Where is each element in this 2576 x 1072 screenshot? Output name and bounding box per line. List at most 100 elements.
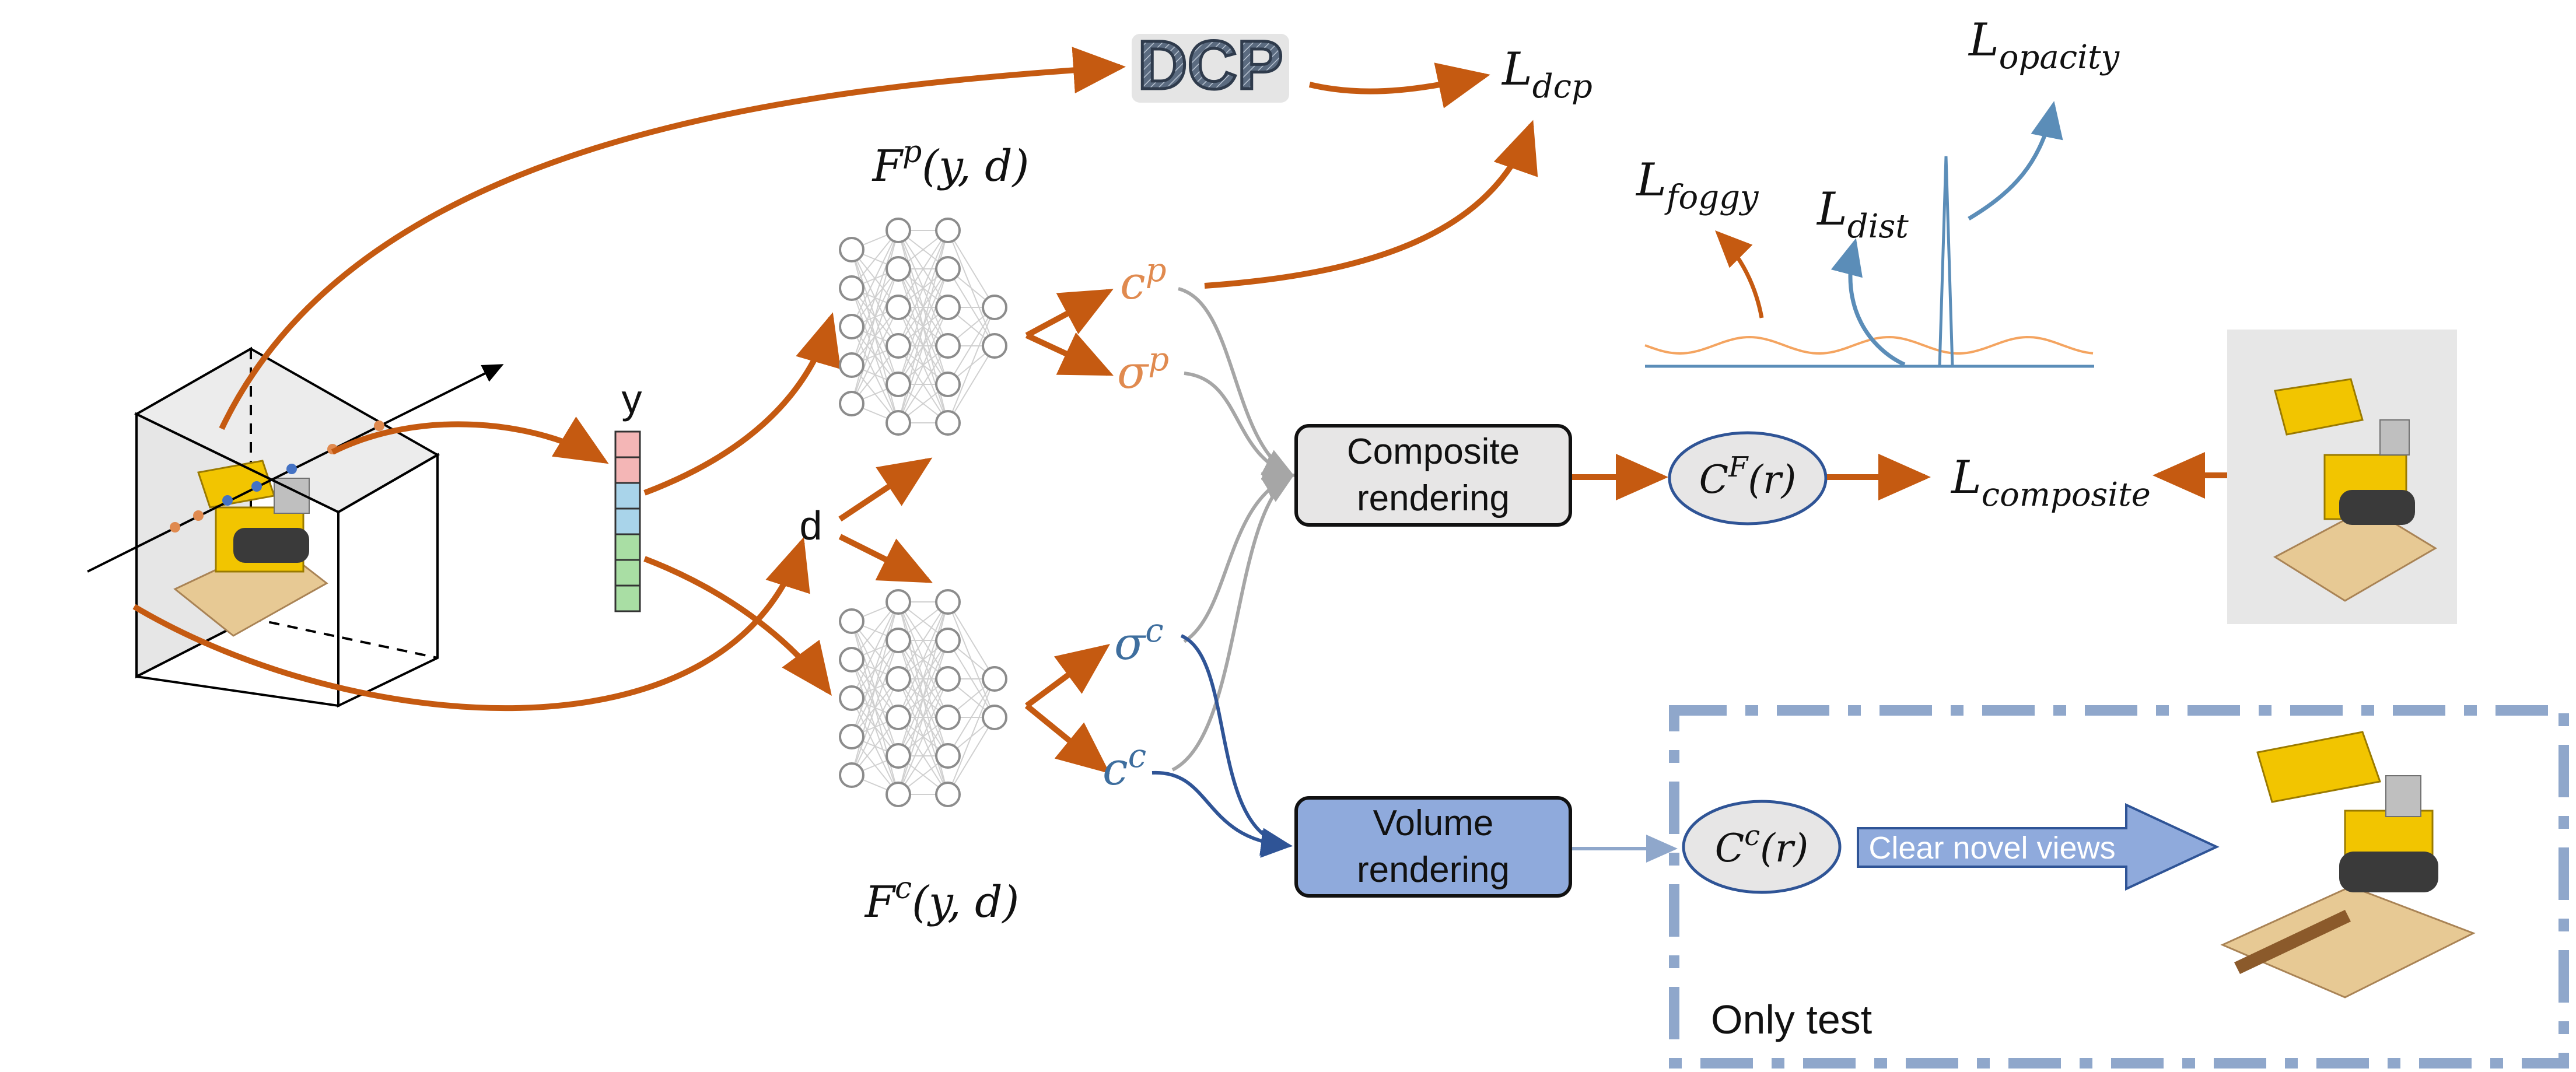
network-particle-sup: p (902, 135, 922, 170)
loss-opacity-sub: opacity (1999, 38, 2120, 76)
input-d-label: d (800, 503, 822, 548)
output-c-c-sup: c (1128, 737, 1146, 775)
neuron-node (886, 256, 911, 282)
network-clear-main: F (864, 877, 897, 927)
neuron-node (982, 295, 1007, 320)
loss-dist: Ldist (1816, 183, 1909, 246)
network-particle-label: Fp(y, d) (872, 135, 1030, 191)
neuron-node (935, 743, 961, 769)
neuron-node (886, 372, 911, 397)
neuron-node (982, 705, 1007, 730)
embedding-cell (614, 482, 641, 510)
particle-network-mlp (839, 218, 1007, 436)
neuron-node (839, 608, 864, 634)
scene-toy (173, 460, 328, 637)
loss-composite: Lcomposite (1950, 451, 2151, 514)
embedding-cell (614, 507, 641, 535)
loss-dcp-main: L (1501, 43, 1532, 96)
network-particle-args: (y, d) (922, 141, 1029, 191)
clear-color-node: Cc(r) (1682, 800, 1842, 894)
output-c-p-sup: p (1146, 251, 1167, 289)
clear-color-args: (r) (1760, 826, 1808, 871)
clear-output-image (2220, 731, 2476, 999)
opacity-loss-sketch (1644, 101, 2094, 368)
neuron-node (886, 410, 911, 436)
dcp-badge: DCP (1132, 26, 1289, 106)
neuron-node (935, 218, 961, 243)
output-sigma-p-sup: p (1148, 341, 1169, 379)
neuron-node (935, 782, 961, 807)
neuron-node (839, 724, 864, 749)
loss-foggy: Lfoggy (1635, 154, 1759, 216)
foggy-color-node: CF(r) (1668, 431, 1828, 526)
neuron-node (839, 391, 864, 416)
neuron-node (839, 237, 864, 262)
only-test-label: Only test (1711, 997, 1872, 1042)
embedding-cell (614, 430, 641, 458)
loss-opacity-main: L (1968, 14, 1999, 66)
network-clear-sup: c (895, 871, 912, 906)
neuron-node (886, 666, 911, 692)
output-c-p-main: c (1120, 257, 1146, 310)
neuron-node (935, 589, 961, 615)
neuron-node (935, 256, 961, 282)
dcp-label: DCP (1138, 27, 1283, 104)
neuron-node (935, 333, 961, 359)
neuron-node (935, 628, 961, 653)
neuron-node (839, 352, 864, 378)
output-sigma-p: σp (1117, 341, 1169, 399)
neuron-node (935, 372, 961, 397)
neuron-node (886, 782, 911, 807)
loss-composite-sub: composite (1982, 476, 2151, 514)
network-clear-label: Fc(y, d) (864, 871, 1020, 927)
loss-dcp-sub: dcp (1532, 68, 1592, 106)
input-y-label: y (622, 376, 642, 422)
neuron-node (886, 295, 911, 320)
loss-dist-sub: dist (1847, 208, 1909, 246)
embedding-cell (614, 533, 641, 561)
output-c-p: cp (1120, 251, 1167, 310)
neuron-node (935, 410, 961, 436)
neuron-node (839, 685, 864, 711)
loss-foggy-sub: foggy (1664, 178, 1759, 216)
neuron-node (886, 705, 911, 730)
volume-rendering-box: Volume rendering (1294, 796, 1572, 898)
composite-line1: Composite (1347, 432, 1520, 472)
svg-text:Cc(r): Cc(r) (1715, 819, 1808, 871)
output-sigma-c-main: σ (1114, 618, 1146, 670)
loss-dist-main: L (1816, 183, 1847, 236)
loss-foggy-main: L (1635, 154, 1667, 206)
embedding-cell (614, 456, 641, 484)
embedding-cell (614, 584, 641, 612)
output-sigma-p-main: σ (1117, 346, 1149, 399)
embedding-cell (614, 559, 641, 587)
embedding-vector (614, 430, 641, 612)
loss-opacity: Lopacity (1968, 14, 2120, 76)
neuron-node (935, 705, 961, 730)
loss-composite-main: L (1950, 451, 1982, 504)
output-sigma-c: σc (1114, 612, 1164, 670)
neuron-node (886, 589, 911, 615)
clear-novel-views-label: Clear novel views (1868, 831, 2115, 866)
scene-cube (87, 346, 504, 708)
neuron-node (886, 628, 911, 653)
output-sigma-c-sup: c (1145, 612, 1163, 650)
foggy-color-sup: F (1728, 451, 1749, 484)
clear-color-main: C (1715, 826, 1745, 871)
clear-novel-views-arrow: Clear novel views (1857, 803, 2220, 891)
neuron-node (886, 333, 911, 359)
hazy-input-image (2227, 330, 2457, 624)
composite-rendering-box: Composite rendering (1294, 424, 1572, 527)
network-clear-args: (y, d) (912, 877, 1019, 927)
neuron-node (839, 314, 864, 339)
clear-network-mlp (839, 589, 1007, 807)
foggy-color-args: (r) (1748, 457, 1796, 502)
output-c-c: cc (1102, 737, 1146, 796)
volume-line1: Volume (1373, 803, 1494, 843)
svg-text:CF(r): CF(r) (1699, 451, 1797, 502)
output-c-c-main: c (1102, 743, 1128, 796)
neuron-node (982, 666, 1007, 692)
neuron-node (839, 275, 864, 301)
